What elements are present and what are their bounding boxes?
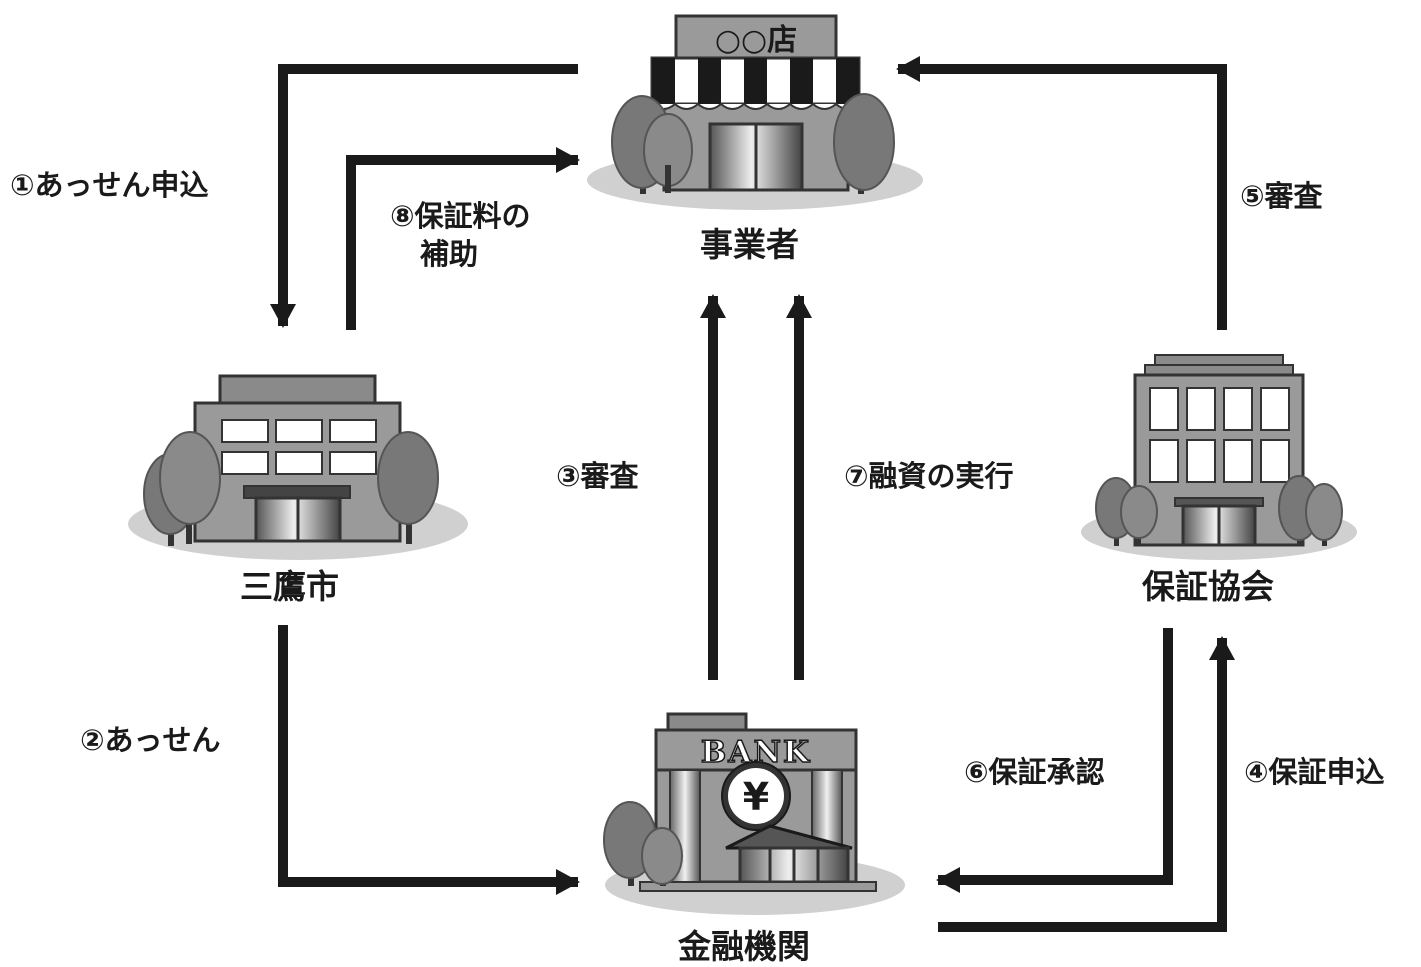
arrow-5-review (896, 56, 1227, 330)
step-label-3: ③審査 (556, 459, 639, 493)
arrow-2-mediation (278, 625, 580, 895)
bank-building-icon: BANK ¥ (603, 712, 905, 915)
shop-sign: ○○店 (715, 23, 797, 58)
step-label-4: ④保証申込 (1244, 755, 1385, 789)
yen-icon: ¥ (743, 775, 769, 819)
business-icon: ○○店 (587, 14, 923, 210)
city-hall-icon (128, 374, 468, 560)
node-label-association: 保証協会 (1142, 567, 1274, 606)
step-label-7: ⑦融資の実行 (844, 459, 1014, 493)
node-label-bank: 金融機関 (678, 927, 810, 966)
arrow-8-subsidy (346, 147, 580, 330)
arrow-6-approval (936, 628, 1173, 893)
node-label-business: 事業者 (700, 225, 799, 264)
node-label-city: 三鷹市 (240, 567, 339, 606)
arrow-4-guarantee-request (938, 636, 1235, 932)
step-label-8-line2: 補助 (420, 237, 479, 271)
step-label-1: ①あっせん申込 (10, 168, 209, 202)
arrow-1-application (270, 64, 578, 328)
step-label-2: ②あっせん (80, 723, 221, 757)
step-label-6: ⑥保証承認 (964, 755, 1105, 789)
step-label-5: ⑤審査 (1240, 179, 1323, 213)
step-label-8-line1: ⑧保証料の (390, 199, 531, 233)
awning (650, 56, 861, 110)
association-building-icon (1081, 354, 1357, 560)
